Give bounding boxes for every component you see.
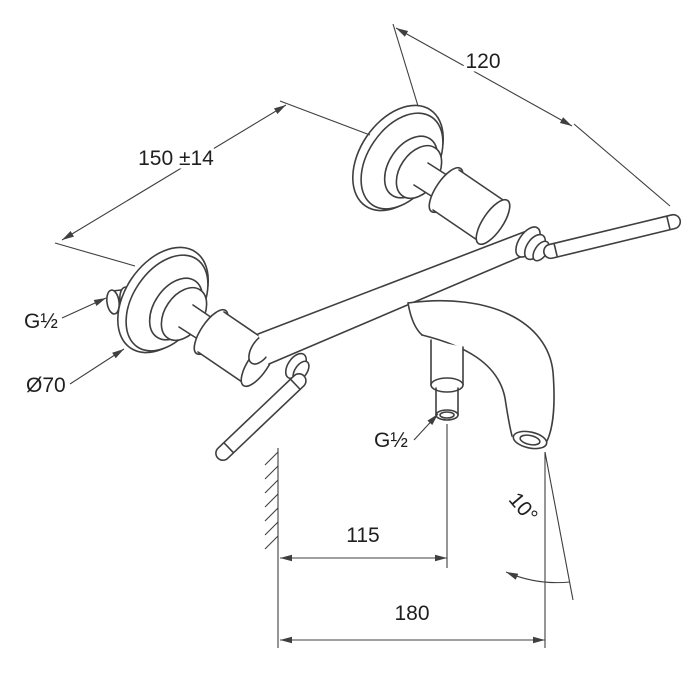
right-wall-union — [351, 104, 511, 246]
dim-label-shower-reach: 115 — [346, 524, 379, 547]
left-handle — [215, 352, 310, 462]
dimension-annotations: 150 ±14 120 G½ Ø70 G½ 115 — [21, 23, 671, 648]
dim-stream-angle: 10° — [500, 451, 574, 648]
shower-connection — [430, 339, 464, 421]
label-shower-thread: G½ — [371, 413, 439, 456]
wall-hatching — [264, 451, 279, 550]
faucet-illustration — [106, 104, 682, 462]
dim-label-connection-offset: 120 — [465, 50, 500, 73]
escutcheon-diameter-label: Ø70 — [26, 374, 66, 397]
left-wall-union — [116, 246, 276, 388]
right-lever-shaft — [543, 213, 682, 260]
label-inlet-thread: G½ — [21, 297, 107, 337]
dim-label-spout-reach: 180 — [394, 602, 429, 625]
shower-thread-label: G½ — [374, 429, 408, 452]
spout — [407, 299, 555, 450]
label-escutcheon-diameter: Ø70 — [23, 348, 125, 401]
right-handle — [523, 213, 682, 262]
inlet-thread-label: G½ — [24, 310, 58, 333]
dim-label-center-distance: 150 ±14 — [138, 147, 214, 170]
dim-shower-reach: 115 — [280, 424, 448, 568]
left-lever-shaft — [215, 373, 307, 462]
stream-angle-label: 10° — [504, 488, 542, 527]
dim-spout-reach: 180 — [280, 599, 545, 644]
dim-center-distance: 150 ±14 — [54, 100, 371, 267]
aerator-outlet — [519, 434, 541, 446]
wall-reference — [264, 448, 279, 648]
dim-connection-offset: 120 — [392, 23, 671, 207]
